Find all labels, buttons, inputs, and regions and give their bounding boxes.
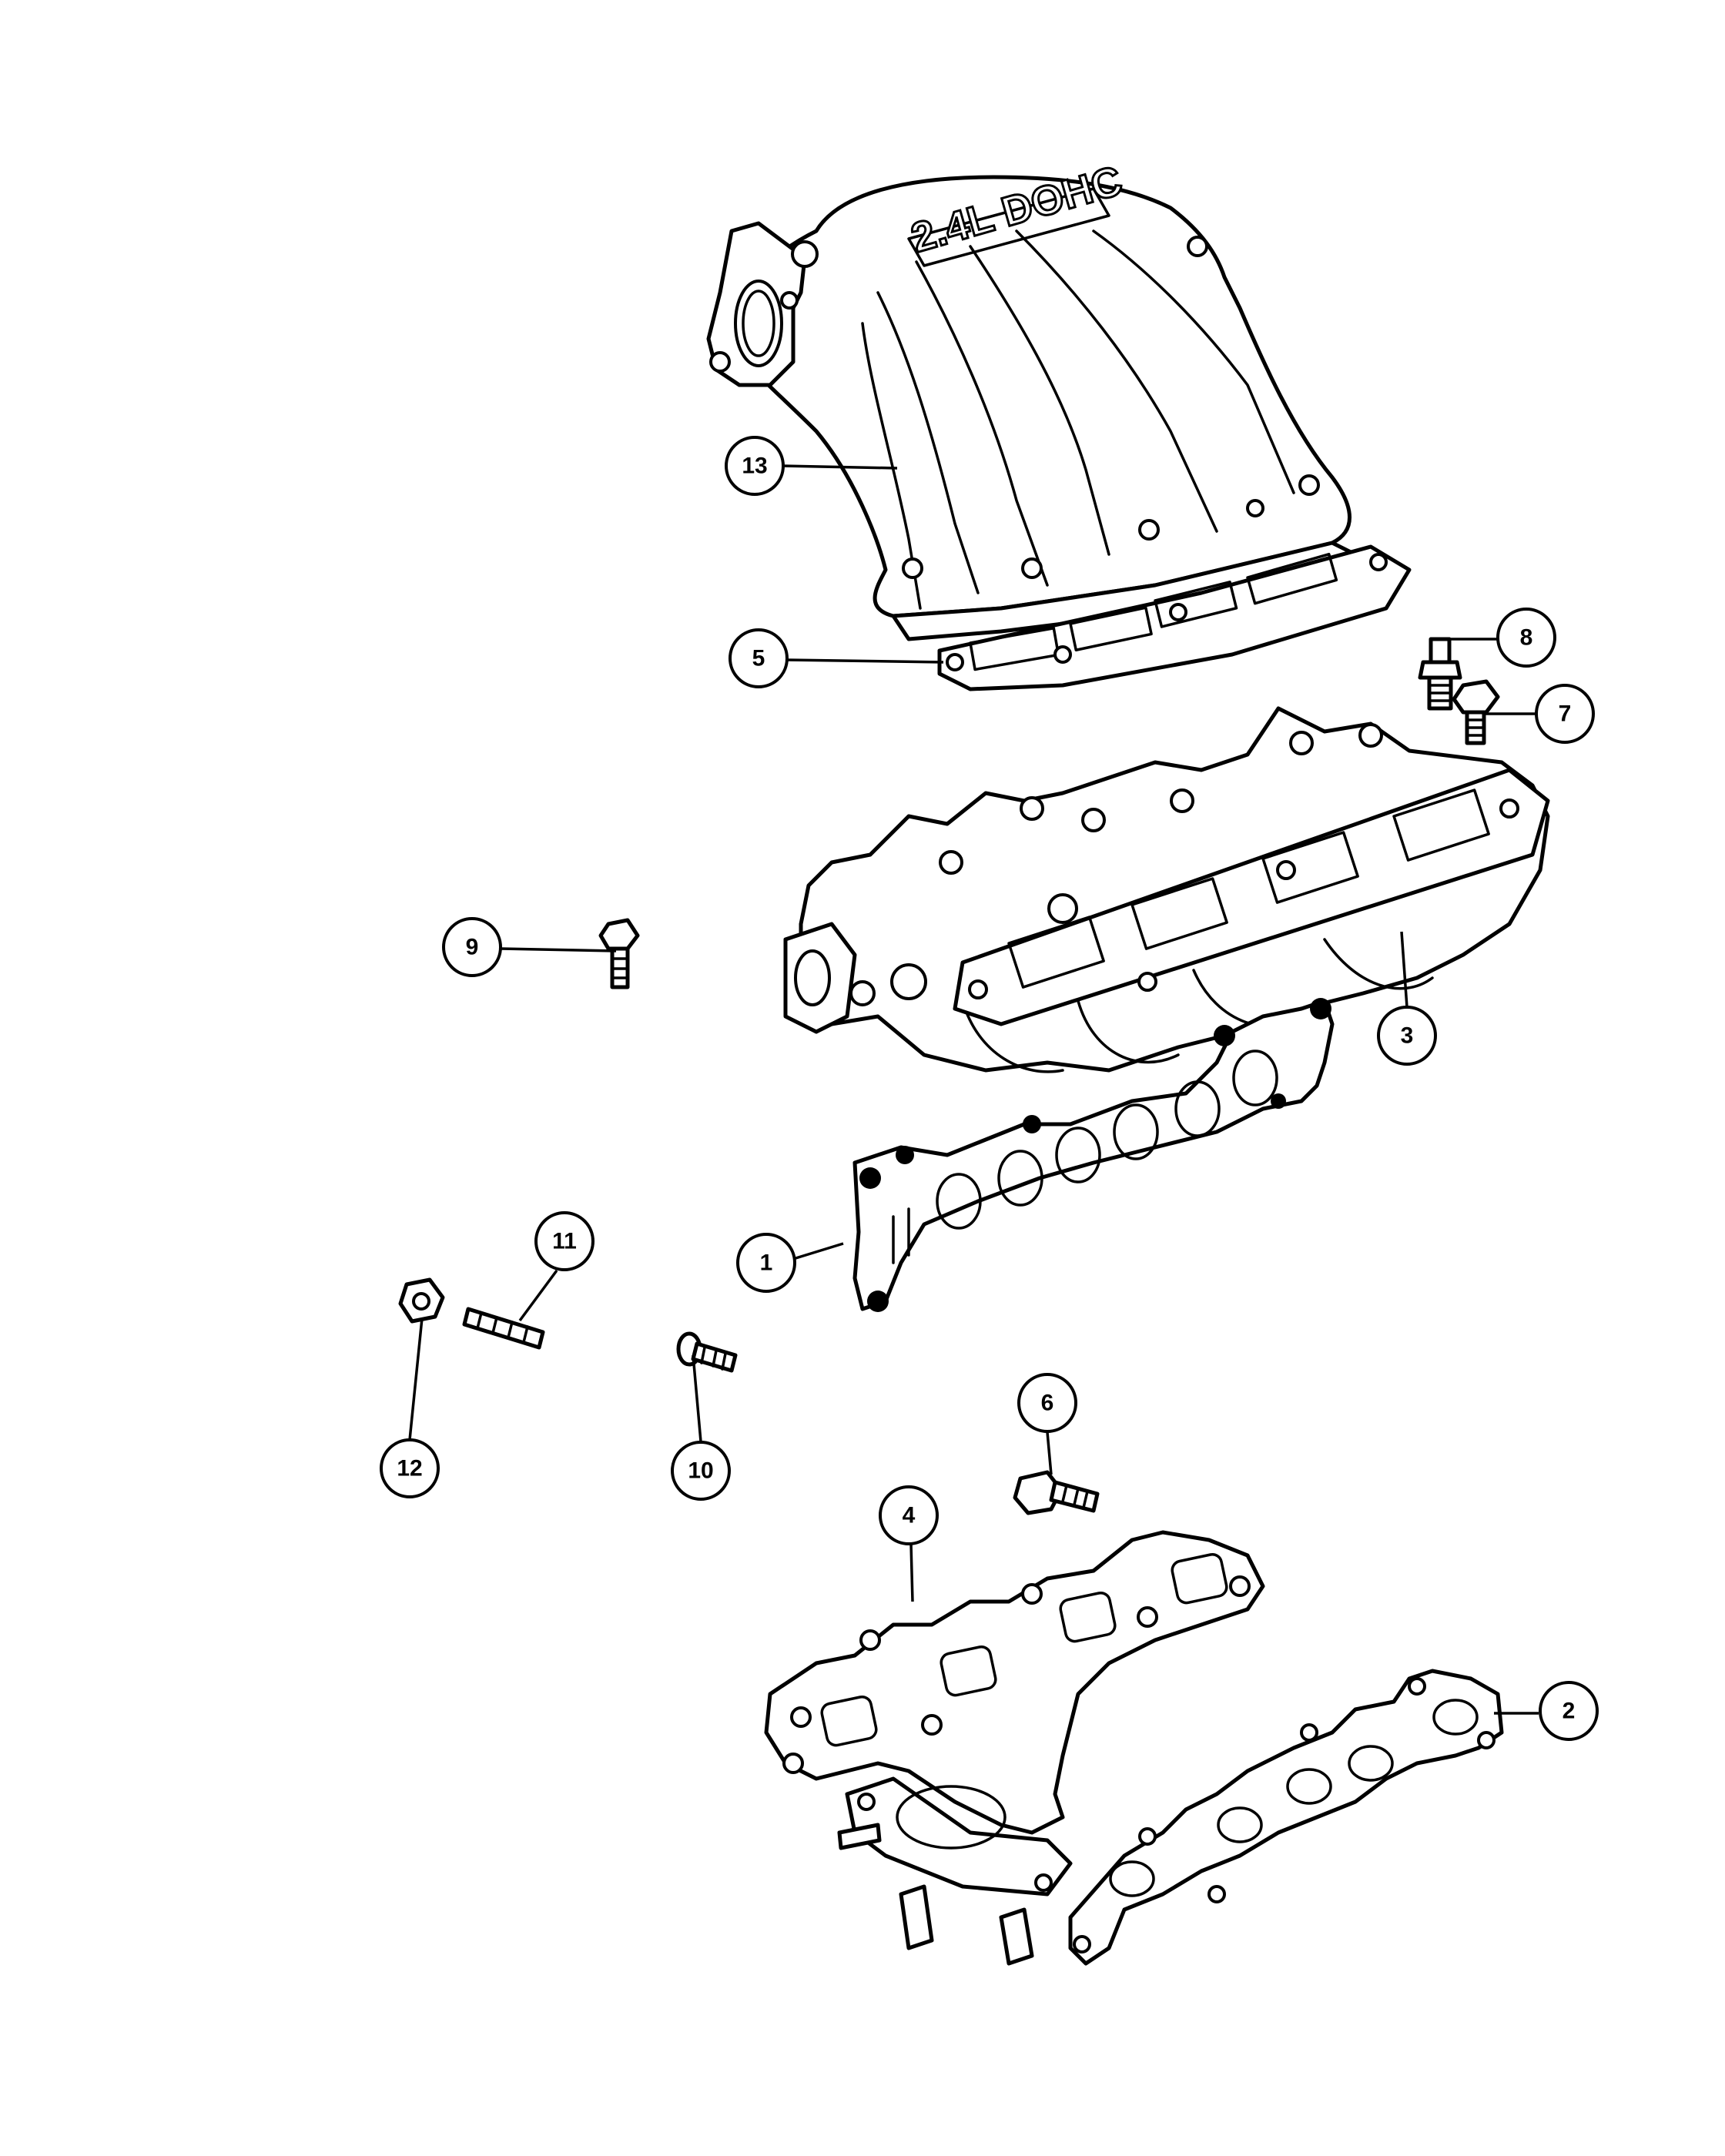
callout-6-label: 6	[1041, 1391, 1054, 1416]
callout-1-label: 1	[760, 1250, 773, 1276]
callout-5-label: 5	[752, 646, 765, 671]
callout-12-label: 12	[397, 1456, 422, 1481]
callout-7: 7	[1535, 684, 1595, 744]
bolt-9	[598, 918, 640, 989]
callout-5: 5	[729, 628, 789, 688]
stud-11	[462, 1307, 545, 1350]
callout-10: 10	[671, 1441, 731, 1501]
bolt-10	[676, 1331, 738, 1373]
exhaust-manifold-gasket	[1068, 1669, 1504, 1966]
callout-13: 13	[725, 436, 785, 496]
callout-4: 4	[879, 1485, 939, 1545]
upper-intake-gasket	[937, 544, 1412, 691]
callout-2: 2	[1539, 1681, 1599, 1741]
callout-3: 3	[1377, 1006, 1437, 1066]
callout-12: 12	[380, 1438, 440, 1498]
lower-intake-manifold	[783, 706, 1550, 1073]
exhaust-manifold	[764, 1530, 1265, 1966]
callout-10-label: 10	[688, 1458, 713, 1484]
callout-11-label: 11	[552, 1229, 577, 1254]
callout-2-label: 2	[1563, 1699, 1576, 1724]
upper-intake-manifold: 2.4L DOHC	[706, 156, 1358, 641]
callout-1: 1	[736, 1233, 796, 1293]
callout-6: 6	[1017, 1373, 1077, 1433]
callout-9-label: 9	[466, 935, 479, 960]
callout-3-label: 3	[1401, 1023, 1414, 1049]
callout-4-label: 4	[903, 1503, 916, 1528]
nut-12	[398, 1277, 445, 1324]
callout-7-label: 7	[1559, 701, 1572, 727]
bolt-6	[1013, 1470, 1100, 1515]
bolt-7	[1452, 679, 1500, 745]
callout-13-label: 13	[742, 454, 767, 479]
callout-8-label: 8	[1520, 625, 1533, 651]
callout-9: 9	[442, 917, 502, 977]
lower-intake-gasket	[852, 998, 1335, 1312]
callout-11: 11	[534, 1211, 595, 1271]
callout-8: 8	[1496, 608, 1556, 668]
leader-lines	[408, 464, 1539, 1715]
